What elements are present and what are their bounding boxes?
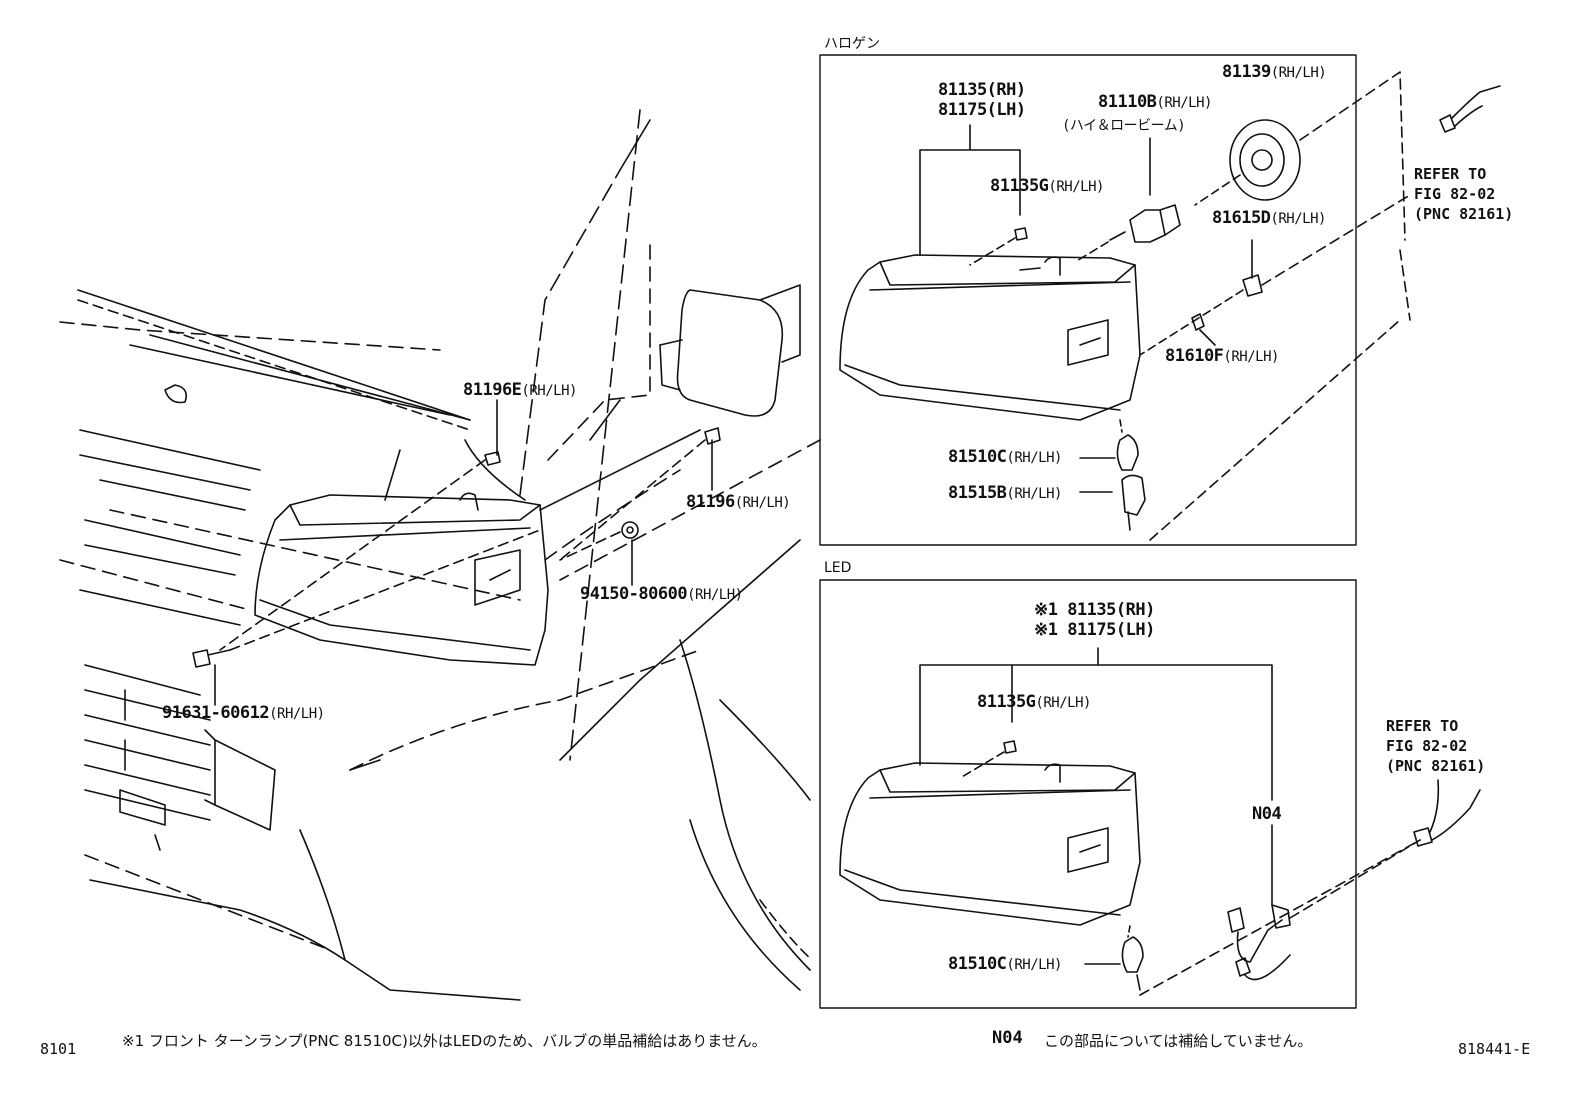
part-side: (RH/LH) [1270, 65, 1327, 81]
refer-line: (PNC 82161) [1386, 757, 1486, 775]
footnote-n04-text: この部品については補給していません。 [1044, 1032, 1313, 1050]
part-label-81196e[interactable]: 81196E(RH/LH) [463, 380, 577, 400]
part-number: 81135G [977, 692, 1036, 712]
part-number: 81135G [990, 176, 1049, 196]
part-number: 81510C [948, 954, 1007, 974]
led-panel-title: LED [824, 560, 852, 576]
part-label-81515b[interactable]: 81515B(RH/LH) [948, 483, 1062, 503]
vehicle-fasteners [192, 399, 721, 706]
part-label-led-81135-rh[interactable]: ※1 81135(RH) [1034, 600, 1155, 620]
part-label-81175-lh[interactable]: 81175(LH) [938, 100, 1026, 120]
part-number: 81196E [463, 380, 522, 400]
refer-to-fig-bottom[interactable]: REFER TO FIG 82-02 (PNC 82161) [1386, 716, 1485, 776]
part-label-81615d[interactable]: 81615D(RH/LH) [1212, 208, 1326, 228]
vehicle-front-outline [59, 109, 821, 1001]
part-number: 81510C [948, 447, 1007, 467]
part-label-81196[interactable]: 81196(RH/LH) [686, 492, 791, 512]
part-side: (RH/LH) [1006, 957, 1062, 973]
part-label-81510c[interactable]: 81510C(RH/LH) [948, 447, 1062, 467]
part-side: (RH/LH) [1048, 179, 1104, 195]
part-side: (RH/LH) [1035, 695, 1091, 711]
halogen-panel-title: ハロゲン [824, 36, 880, 52]
part-side: (RH/LH) [687, 587, 743, 603]
refer-line: FIG 82-02 [1414, 185, 1496, 203]
part-number: 81196 [686, 492, 735, 512]
refer-line: FIG 82-02 [1386, 737, 1468, 755]
part-label-81110b[interactable]: 81110B(RH/LH) [1098, 92, 1212, 112]
refer-line: (PNC 82161) [1414, 205, 1514, 223]
footnote-n04-code: N04 [992, 1028, 1023, 1048]
refer-line: REFER TO [1414, 165, 1487, 183]
part-label-n04[interactable]: N04 [1252, 804, 1282, 824]
part-side: (RH/LH) [521, 383, 577, 399]
part-label-81135g[interactable]: 81135G(RH/LH) [990, 176, 1104, 196]
part-label-led-81175-lh[interactable]: ※1 81175(LH) [1034, 620, 1155, 640]
part-label-94150-80600[interactable]: 94150-80600(RH/LH) [580, 584, 743, 604]
part-label-91631-60612[interactable]: 91631-60612(RH/LH) [162, 703, 325, 723]
part-label-81139[interactable]: 81139(RH/LH) [1222, 62, 1327, 82]
part-side: (RH/LH) [1006, 486, 1062, 502]
part-number: 81139 [1222, 62, 1271, 82]
vehicle-headlamp [254, 492, 549, 666]
part-side: (RH/LH) [269, 706, 325, 722]
part-number: 94150-80600 [580, 584, 688, 604]
part-label-led-81135g[interactable]: 81135G(RH/LH) [977, 692, 1091, 712]
drawing-id: 818441-E [1458, 1040, 1531, 1058]
refer-to-fig-top[interactable]: REFER TO FIG 82-02 (PNC 82161) [1414, 164, 1513, 224]
part-label-81135-rh[interactable]: 81135(RH) [938, 80, 1026, 100]
part-number: 81615D [1212, 208, 1271, 228]
halogen-headlamp-unit [839, 71, 1501, 541]
halogen-panel-frame [819, 54, 1357, 546]
part-side: (RH/LH) [734, 495, 791, 511]
part-label-led-81510c[interactable]: 81510C(RH/LH) [948, 954, 1062, 974]
led-headlamp-unit [839, 647, 1481, 996]
part-number: 91631-60612 [162, 703, 270, 723]
part-number: 81110B [1098, 92, 1157, 112]
part-number: 81610F [1165, 346, 1224, 366]
page-code: 8101 [40, 1040, 77, 1058]
part-side: (RH/LH) [1223, 349, 1279, 365]
led-panel-frame [819, 579, 1357, 1009]
part-side: (RH/LH) [1156, 95, 1212, 111]
part-side: (RH/LH) [1006, 450, 1062, 466]
part-label-81610f[interactable]: 81610F(RH/LH) [1165, 346, 1279, 366]
footnote-1: ※1 フロント ターンランプ(PNC 81510C)以外はLEDのため、バルブの… [122, 1032, 767, 1050]
part-side: (RH/LH) [1270, 211, 1326, 227]
part-note-high-low-beam: (ハイ＆ロービーム) [1062, 118, 1186, 134]
part-number: 81515B [948, 483, 1007, 503]
refer-line: REFER TO [1386, 717, 1459, 735]
